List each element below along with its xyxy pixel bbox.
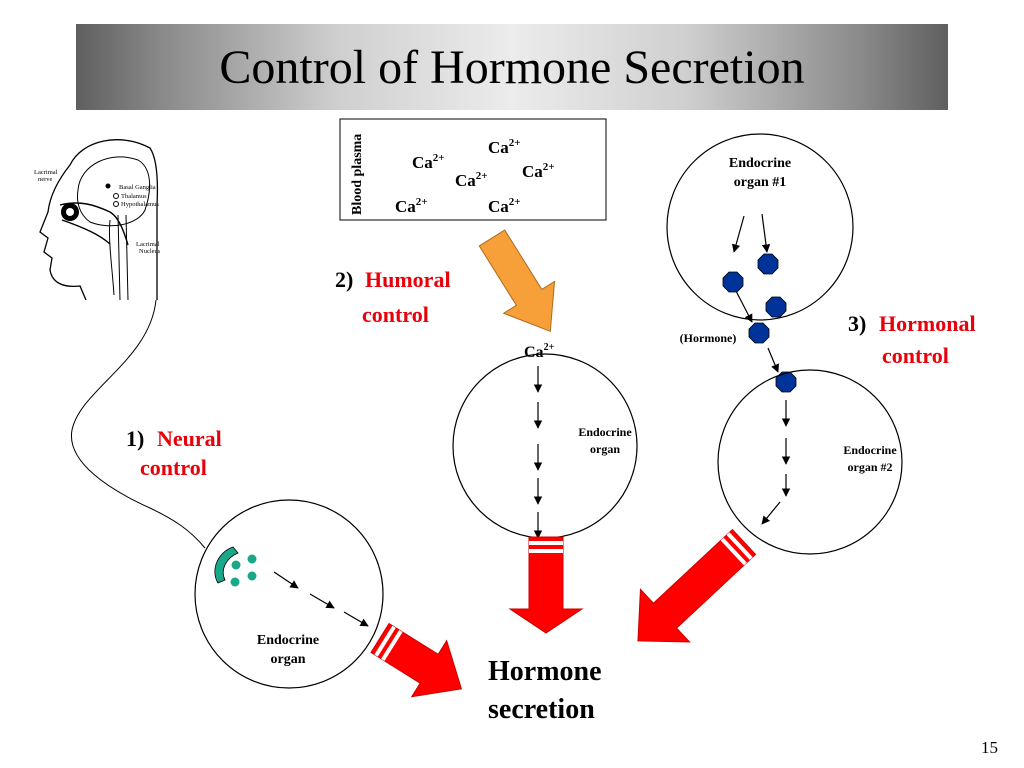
orange-calcium-arrow [478, 229, 556, 332]
page-number: 15 [981, 738, 998, 757]
neural-control-number: 1) [126, 426, 144, 451]
hormone-secretion-line1: Hormone [488, 656, 602, 687]
hormone-secretion-line2: secretion [488, 694, 595, 725]
vesicles [230, 554, 257, 587]
svg-text:Nucleus: Nucleus [139, 248, 161, 255]
svg-text:organ: organ [590, 442, 620, 456]
blood-plasma-box [339, 118, 607, 221]
slide-title: Control of Hormone Secretion [219, 40, 805, 94]
svg-text:Ca2+: Ca2+ [522, 161, 555, 181]
humoral-control-word: Humoral [365, 267, 451, 292]
humoral-control-label: control [362, 302, 429, 327]
endocrine-organ-2 [717, 369, 903, 555]
neural-flow-arrows [273, 571, 369, 627]
label-basal-ganglia: Basal Ganglia [119, 184, 156, 191]
hormone-molecule-icon [775, 371, 797, 393]
label-lacrimal-nucleus: Lacrimal [136, 241, 160, 248]
svg-text:Ca2+: Ca2+ [455, 170, 488, 190]
hormonal-control-number: 3) [848, 311, 866, 336]
organ1-label: Endocrine [729, 156, 791, 171]
title-bar: Control of Hormone Secretion [76, 24, 948, 110]
svg-text:Ca2+: Ca2+ [412, 152, 445, 172]
svg-text:organ #2: organ #2 [848, 460, 893, 474]
svg-text:nerve: nerve [38, 176, 53, 183]
neural-secretion-arrow [370, 622, 463, 698]
hormonal-control-label: control [882, 343, 949, 368]
axon-terminal-icon [214, 546, 239, 584]
neural-endocrine-organ [194, 499, 384, 689]
humoral-organ-label: Endocrine [578, 425, 632, 439]
neural-organ-label: Endocrine [257, 633, 319, 648]
svg-text:Ca2+: Ca2+ [488, 137, 521, 157]
hormone-molecule-icon [765, 296, 787, 318]
brain-head-illustration: Lacrimal nerve Basal Ganglia Thalamus Hy… [34, 139, 161, 301]
hormonal-secretion-arrow [637, 528, 757, 643]
organ2-label: Endocrine [843, 443, 897, 457]
hormonal-control-word: Hormonal [879, 311, 976, 336]
hormone-label: (Hormone) [680, 331, 737, 345]
endocrine-organ-1 [666, 133, 854, 321]
nerve-fiber [71, 299, 206, 549]
hormone-molecule-icon [757, 253, 779, 275]
hormone-molecules [722, 253, 797, 393]
humoral-secretion-arrow [508, 536, 584, 634]
label-thalamus: Thalamus [121, 193, 147, 200]
hormone-molecule-icon [722, 271, 744, 293]
hormone-molecule-icon [748, 322, 770, 344]
label-lacrimal-nerve: Lacrimal [34, 169, 58, 176]
humoral-control-number: 2) [335, 267, 353, 292]
calcium-signal: Ca2+ [524, 342, 555, 361]
calcium-ions: Ca2+ Ca2+ Ca2+ Ca2+ Ca2+ Ca2+ [395, 137, 555, 216]
hormonal-flow-arrows [731, 213, 791, 525]
svg-text:organ #1: organ #1 [734, 175, 787, 190]
neural-control-word: Neural [157, 426, 222, 451]
label-hypothalamus: Hypothalamus [121, 201, 159, 208]
neural-control-label: control [140, 455, 207, 480]
svg-text:Ca2+: Ca2+ [395, 196, 428, 216]
svg-text:organ: organ [271, 652, 306, 667]
blood-plasma-label: Blood plasma [350, 134, 365, 215]
svg-text:Ca2+: Ca2+ [488, 196, 521, 216]
